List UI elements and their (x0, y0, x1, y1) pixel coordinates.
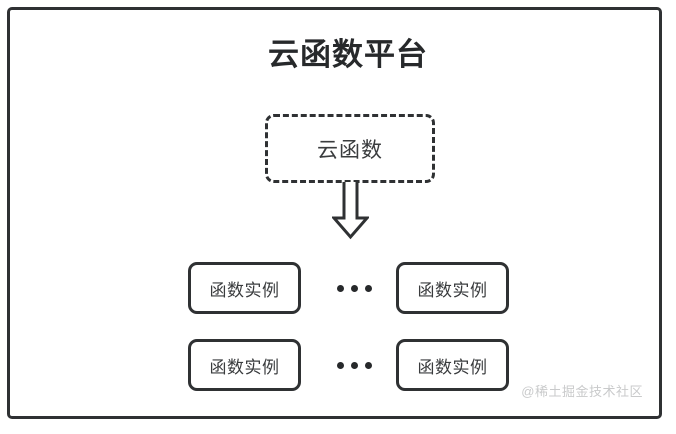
watermark: @稀土掘金技术社区 (521, 384, 643, 399)
ellipsis-dot (350, 284, 358, 292)
down-arrow-icon (330, 182, 371, 240)
function-instance-box: 函数实例 (396, 262, 509, 314)
page-title: 云函数平台 (268, 37, 428, 72)
function-instance-box: 函数实例 (188, 262, 301, 314)
function-instance-box: 函数实例 (396, 339, 509, 391)
ellipsis-dot (364, 361, 372, 369)
ellipsis-icon (326, 262, 382, 314)
function-instance-label: 函数实例 (417, 280, 488, 300)
cloud-function-node: 云函数 (265, 114, 435, 183)
instance-row-1: 函数实例 函数实例 (10, 262, 676, 314)
ellipsis-dot (336, 284, 344, 292)
function-instance-box: 函数实例 (188, 339, 301, 391)
cloud-function-label: 云函数 (317, 138, 383, 162)
instance-row-2: 函数实例 函数实例 (10, 339, 676, 391)
ellipsis-dot (364, 284, 372, 292)
function-instance-label: 函数实例 (209, 280, 280, 300)
ellipsis-dot (336, 361, 344, 369)
function-instance-label: 函数实例 (417, 357, 488, 377)
function-instance-label: 函数实例 (209, 357, 280, 377)
ellipsis-icon (326, 339, 382, 391)
cloud-function-platform-frame: 云函数平台 云函数 函数实例 函数实例 函数实例 (7, 7, 662, 419)
ellipsis-dot (350, 361, 358, 369)
